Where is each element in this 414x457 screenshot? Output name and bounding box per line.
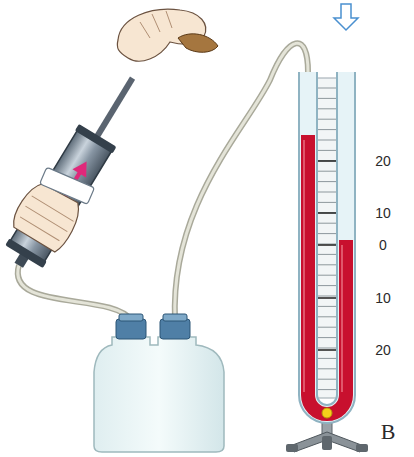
scale-ticks [316, 88, 339, 390]
scale-tick [318, 358, 337, 359]
scale-tick [318, 119, 337, 120]
hose [18, 265, 131, 320]
scale-tick [318, 316, 337, 317]
scale-tick [318, 285, 337, 286]
scale-tick [318, 150, 337, 151]
scale-number: 10 [375, 291, 391, 305]
scale-board [317, 78, 338, 398]
scale-major-tick [316, 297, 339, 299]
scale-major-tick [316, 160, 339, 162]
scale-tick [318, 140, 337, 141]
pressure-arrow [334, 4, 358, 30]
scale-major-tick [316, 244, 339, 246]
scale-tick [318, 275, 337, 276]
scale-tick [318, 254, 337, 255]
scale-tick [318, 368, 337, 369]
scale-number: 20 [375, 343, 391, 357]
scale-tick [318, 171, 337, 172]
scale-number: 10 [375, 206, 391, 220]
scale-tick [318, 264, 337, 265]
scale-major-tick [316, 212, 339, 214]
hose [175, 43, 308, 320]
scale-tick [318, 88, 337, 89]
scale-tick [318, 181, 337, 182]
bottle [94, 314, 224, 452]
scale-tick [318, 296, 337, 297]
scale-tick [318, 337, 337, 338]
hand [117, 9, 218, 61]
hose [18, 265, 131, 320]
scale-tick [318, 129, 337, 130]
hose [175, 43, 308, 320]
scale-number: 0 [379, 238, 387, 252]
scale-tick [318, 98, 337, 99]
air-pump [0, 62, 156, 280]
scale-tick [318, 233, 337, 234]
u-tube-manometer [304, 72, 346, 418]
scale-tick [318, 108, 337, 109]
scale-tick [318, 306, 337, 307]
stand [286, 408, 368, 452]
scale-tick [318, 192, 337, 193]
scale-tick [318, 348, 337, 349]
scale-tick [318, 379, 337, 380]
scale-tick [318, 223, 337, 224]
scale-tick [318, 202, 337, 203]
scale-major-tick [316, 349, 339, 351]
scale-tick [318, 327, 337, 328]
scale-tick [318, 389, 337, 390]
scale-number: 20 [375, 154, 391, 168]
point-label: B [381, 421, 396, 443]
